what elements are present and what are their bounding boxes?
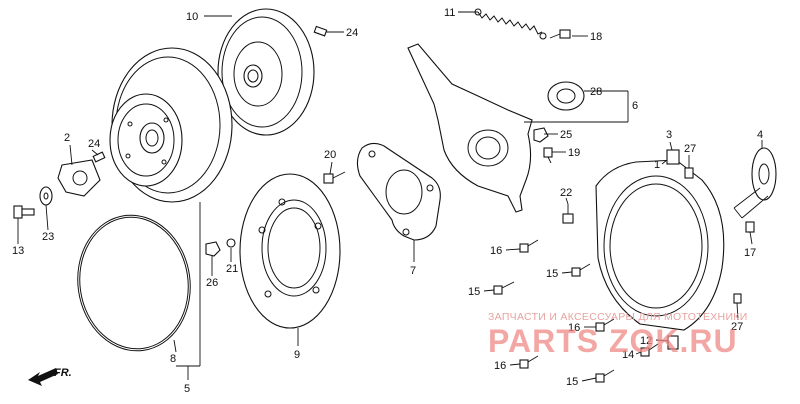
callout-2: 2 <box>64 132 70 144</box>
callout-16b: 16 <box>568 322 580 334</box>
callout-5: 5 <box>184 383 190 395</box>
part-15-bolt-a <box>571 263 591 277</box>
part-23-washer <box>39 186 53 206</box>
part-10-pulley <box>217 8 315 136</box>
callout-21: 21 <box>226 263 238 275</box>
part-1-clip <box>666 149 680 165</box>
part-24-pin <box>92 151 106 163</box>
callout-labels: 10 24 11 18 28 6 25 19 2 24 13 23 20 26 … <box>12 7 763 395</box>
part-2-hub <box>57 159 101 197</box>
part-4-shaft <box>733 147 777 219</box>
part-19-bolt <box>543 147 553 164</box>
callout-9: 9 <box>294 349 300 361</box>
callout-4: 4 <box>757 129 763 141</box>
callout-13: 13 <box>12 245 24 257</box>
watermark-logo: PARTS ZOK.RU <box>488 323 738 359</box>
callout-26: 26 <box>206 277 218 289</box>
callout-22: 22 <box>560 187 572 199</box>
callout-24: 24 <box>346 27 358 39</box>
part-8-o-ring <box>77 214 191 352</box>
part-9-plate <box>239 173 341 329</box>
part-27-pin-upper <box>684 167 694 179</box>
callout-18: 18 <box>590 31 602 43</box>
part-12-clip <box>667 335 679 350</box>
part-27-pin-lower <box>733 293 742 304</box>
part-26-nut <box>205 241 221 257</box>
watermark: ЗАПЧАСТИ И АКСЕССУАРЫ ДЛЯ МОТОТЕХНИКИ PA… <box>488 311 748 359</box>
callout-12: 12 <box>640 335 652 347</box>
direction-label: FR. <box>54 367 72 379</box>
part-17-pin <box>745 221 755 233</box>
part-13-bolt <box>13 205 35 219</box>
callout-17: 17 <box>744 247 756 259</box>
callout-1: 1 <box>654 159 660 171</box>
callout-23: 23 <box>42 231 54 243</box>
callout-11: 11 <box>444 7 455 19</box>
part-25-nut <box>533 127 549 143</box>
part-20-bolt <box>323 171 346 184</box>
callout-16c: 16 <box>494 360 506 372</box>
callout-16a: 16 <box>490 245 502 257</box>
callout-28: 28 <box>590 86 602 98</box>
callout-27b: 27 <box>731 321 743 333</box>
callout-19: 19 <box>568 147 580 159</box>
front-direction-arrow: FR. <box>28 367 72 386</box>
callout-15b: 15 <box>468 286 480 298</box>
callout-15c: 15 <box>566 376 578 388</box>
part-28-bearing <box>547 81 585 111</box>
part-5-drum-assembly <box>109 47 233 203</box>
part-15-bolt-c <box>595 369 615 383</box>
callout-8: 8 <box>170 353 176 365</box>
callout-15a: 15 <box>546 268 558 280</box>
part-15-bolt-b <box>493 281 515 295</box>
callout-3: 3 <box>666 129 672 141</box>
callout-25: 25 <box>560 129 572 141</box>
part-21-washer <box>226 238 236 248</box>
callout-6: 6 <box>632 100 638 112</box>
part-6-arm <box>407 43 533 213</box>
callout-10: 10 <box>186 11 198 23</box>
callout-24b: 24 <box>88 138 100 150</box>
part-18-bolt <box>549 29 571 39</box>
part-24-pin-top <box>313 25 328 37</box>
part-16-bolt-a <box>519 239 539 253</box>
callout-20: 20 <box>324 149 336 161</box>
watermark-caption: ЗАПЧАСТИ И АКСЕССУАРЫ ДЛЯ МОТОТЕХНИКИ <box>488 311 748 323</box>
part-3-housing <box>595 159 725 331</box>
leader-lines <box>17 11 763 382</box>
callout-7: 7 <box>410 265 416 277</box>
callout-14: 14 <box>622 349 634 361</box>
part-7-bracket <box>356 142 441 241</box>
callout-27a: 27 <box>684 143 696 155</box>
part-22-bolt <box>562 204 574 224</box>
part-11-spring <box>474 8 547 40</box>
